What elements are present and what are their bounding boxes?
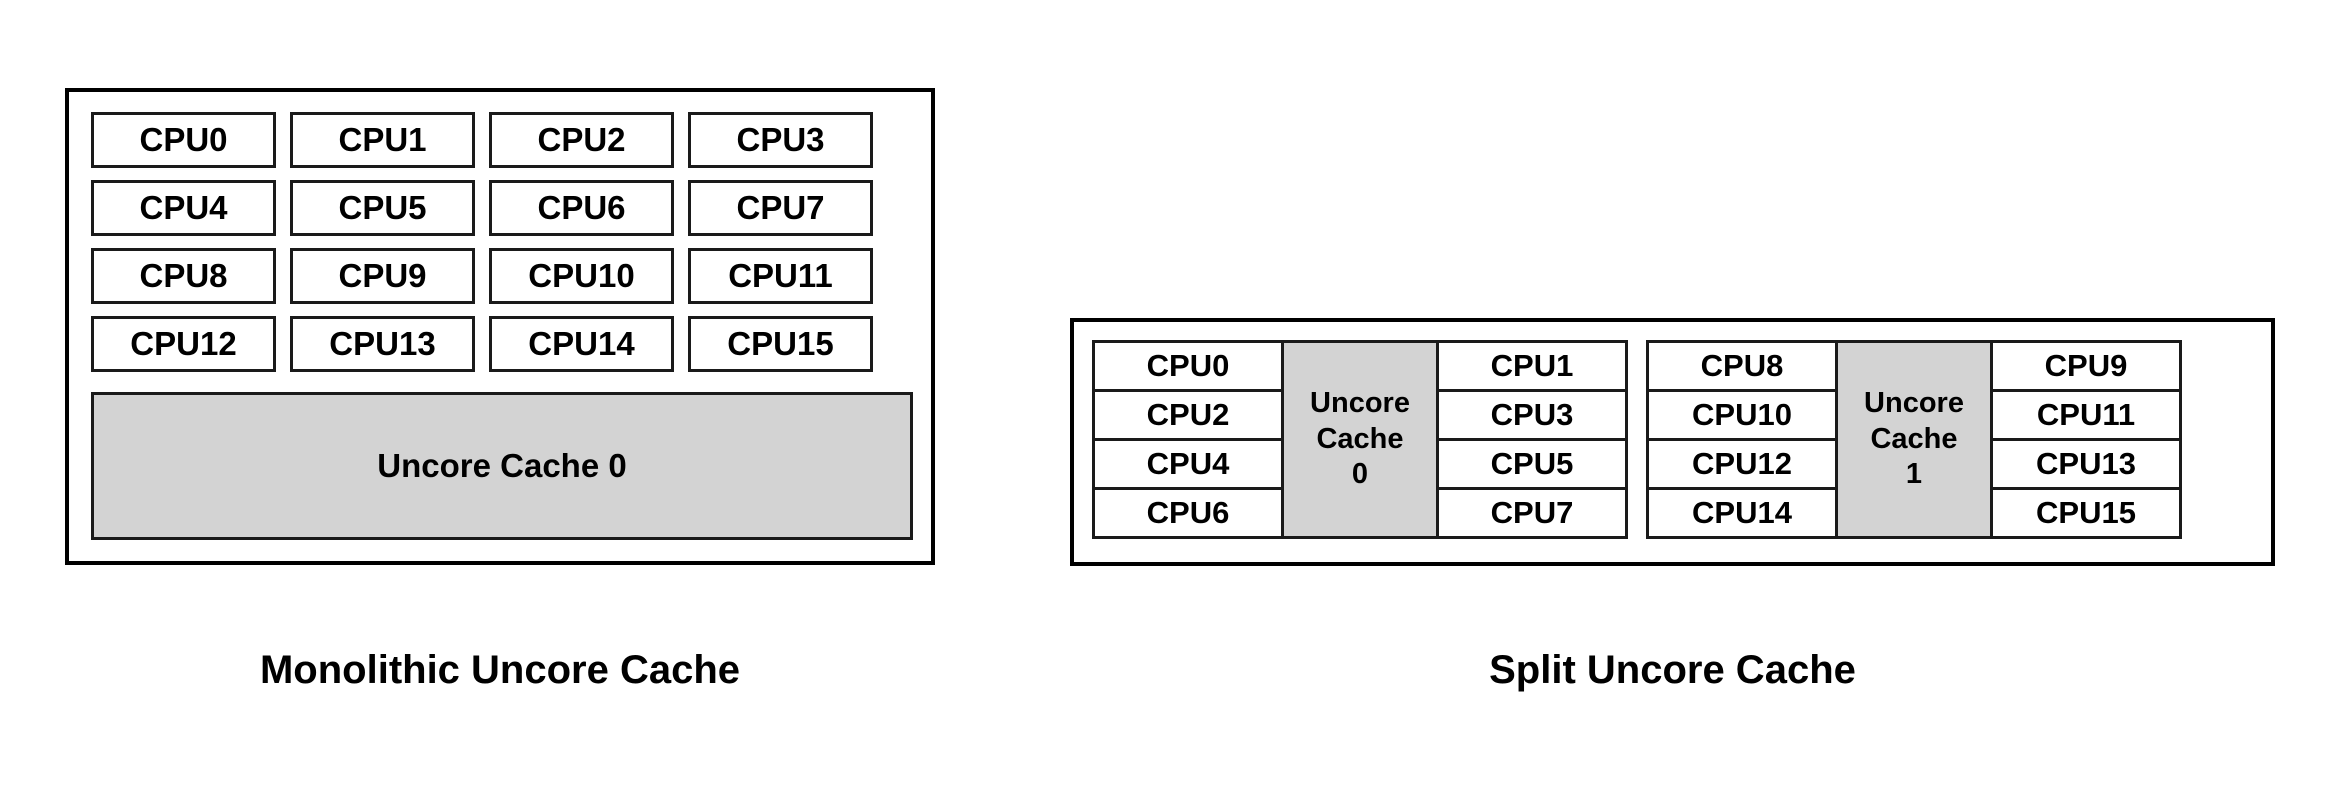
cluster-0-right-cpu-column: CPU1 CPU3 CPU5 CPU7 (1436, 340, 1628, 539)
cpu-box: CPU15 (688, 316, 873, 372)
cpu-box: CPU7 (688, 180, 873, 236)
cpu-box: CPU13 (290, 316, 475, 372)
cpu-box: CPU11 (688, 248, 873, 304)
cpu-box: CPU7 (1436, 487, 1628, 539)
split-socket-frame: CPU0 CPU2 CPU4 CPU6 Uncore Cache 0 CPU1 … (1070, 318, 2275, 566)
cpu-box: CPU9 (290, 248, 475, 304)
cluster-1: CPU8 CPU10 CPU12 CPU14 Uncore Cache 1 CP… (1646, 340, 2182, 539)
cpu-box: CPU12 (91, 316, 276, 372)
cluster-1-right-cpu-column: CPU9 CPU11 CPU13 CPU15 (1990, 340, 2182, 539)
cpu-box: CPU0 (91, 112, 276, 168)
cpu-box: CPU13 (1990, 438, 2182, 490)
split-cluster-row: CPU0 CPU2 CPU4 CPU6 Uncore Cache 0 CPU1 … (1092, 340, 2182, 539)
cpu-box: CPU3 (688, 112, 873, 168)
cluster-0-left-cpu-column: CPU0 CPU2 CPU4 CPU6 (1092, 340, 1284, 539)
uncore-cache-label-line3: 0 (1351, 458, 1369, 491)
cpu-box: CPU10 (1646, 389, 1838, 441)
uncore-cache-label-line3: 1 (1905, 458, 1923, 491)
monolithic-socket-frame: CPU0 CPU1 CPU2 CPU3 CPU4 CPU5 CPU6 CPU7 … (65, 88, 935, 565)
cpu-box: CPU14 (489, 316, 674, 372)
uncore-cache-box: Uncore Cache 0 (91, 392, 913, 540)
uncore-cache-box: Uncore Cache 0 (1281, 340, 1439, 539)
cpu-box: CPU9 (1990, 340, 2182, 392)
cpu-box: CPU6 (1092, 487, 1284, 539)
cpu-box: CPU5 (1436, 438, 1628, 490)
cpu-box: CPU4 (1092, 438, 1284, 490)
monolithic-cpu-grid: CPU0 CPU1 CPU2 CPU3 CPU4 CPU5 CPU6 CPU7 … (91, 112, 913, 372)
monolithic-caption: Monolithic Uncore Cache (259, 648, 741, 692)
cpu-box: CPU5 (290, 180, 475, 236)
cpu-box: CPU2 (489, 112, 674, 168)
cluster-1-left-cpu-column: CPU8 CPU10 CPU12 CPU14 (1646, 340, 1838, 539)
uncore-cache-box: Uncore Cache 1 (1835, 340, 1993, 539)
cpu-box: CPU8 (91, 248, 276, 304)
cpu-box: CPU8 (1646, 340, 1838, 392)
cpu-box: CPU1 (1436, 340, 1628, 392)
cpu-box: CPU3 (1436, 389, 1628, 441)
uncore-cache-label-line1: Uncore (1310, 387, 1410, 420)
cpu-box: CPU2 (1092, 389, 1284, 441)
cpu-box: CPU1 (290, 112, 475, 168)
cpu-box: CPU12 (1646, 438, 1838, 490)
cpu-box: CPU4 (91, 180, 276, 236)
cpu-box: CPU11 (1990, 389, 2182, 441)
cpu-box: CPU0 (1092, 340, 1284, 392)
uncore-cache-label-line1: Uncore (1864, 387, 1964, 420)
split-caption: Split Uncore Cache (1489, 648, 1856, 692)
uncore-cache-label-line2: Cache (1316, 422, 1404, 455)
uncore-cache-label-line2: Cache (1870, 422, 1958, 455)
cluster-0: CPU0 CPU2 CPU4 CPU6 Uncore Cache 0 CPU1 … (1092, 340, 1628, 539)
cpu-box: CPU10 (489, 248, 674, 304)
cpu-box: CPU15 (1990, 487, 2182, 539)
cpu-box: CPU14 (1646, 487, 1838, 539)
cpu-box: CPU6 (489, 180, 674, 236)
